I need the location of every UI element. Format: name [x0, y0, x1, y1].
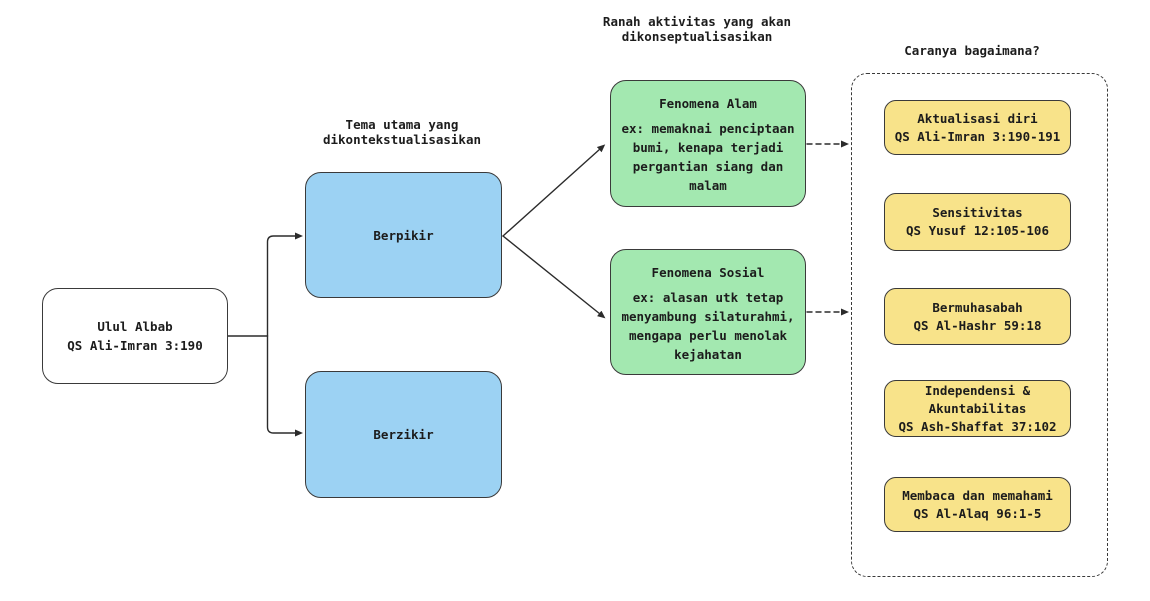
- cara-item-aktualisasi-diri: Aktualisasi diri QS Ali-Imran 3:190-191: [884, 100, 1071, 155]
- arrow-berpikir-to-fenomena-sosial: [502, 235, 606, 319]
- label-caranya-bagaimana: Caranya bagaimana?: [904, 43, 1040, 58]
- label-tema-utama: Tema utama yang dikontekstualisasikan: [322, 117, 482, 147]
- fenomena-alam-title: Fenomena Alam: [659, 96, 757, 111]
- cara-item-membaca-memahami: Membaca dan memahami QS Al-Alaq 96:1-5: [884, 477, 1071, 532]
- cara-item-independensi-akuntabilitas: Independensi & Akuntabilitas QS Ash-Shaf…: [884, 380, 1071, 437]
- node-fenomena-sosial: Fenomena Sosial ex: alasan utk tetap men…: [610, 249, 806, 375]
- arrow-ulul-to-berpikir: [266, 232, 303, 337]
- node-ulul-albab: Ulul Albab QS Ali-Imran 3:190: [42, 288, 228, 384]
- arrow-ulul-to-berzikir: [266, 335, 303, 437]
- cara-item-sensitivitas: Sensitivitas QS Yusuf 12:105-106: [884, 193, 1071, 251]
- node-fenomena-alam: Fenomena Alam ex: memaknai penciptaan bu…: [610, 80, 806, 207]
- arrow-berpikir-to-fenomena-alam: [502, 144, 606, 237]
- cara-item-bermuhasabah: Bermuhasabah QS Al-Hashr 59:18: [884, 288, 1071, 345]
- fenomena-alam-example: ex: memaknai penciptaan bumi, kenapa ter…: [621, 121, 795, 193]
- fenomena-sosial-example: ex: alasan utk tetap menyambung silatura…: [621, 290, 795, 362]
- label-ranah-aktivitas: Ranah aktivitas yang akan dikonseptualis…: [602, 14, 792, 44]
- node-berpikir: Berpikir: [305, 172, 502, 298]
- fenomena-sosial-title: Fenomena Sosial: [651, 265, 765, 280]
- cara-group-container: [851, 73, 1108, 577]
- node-berzikir: Berzikir: [305, 371, 502, 498]
